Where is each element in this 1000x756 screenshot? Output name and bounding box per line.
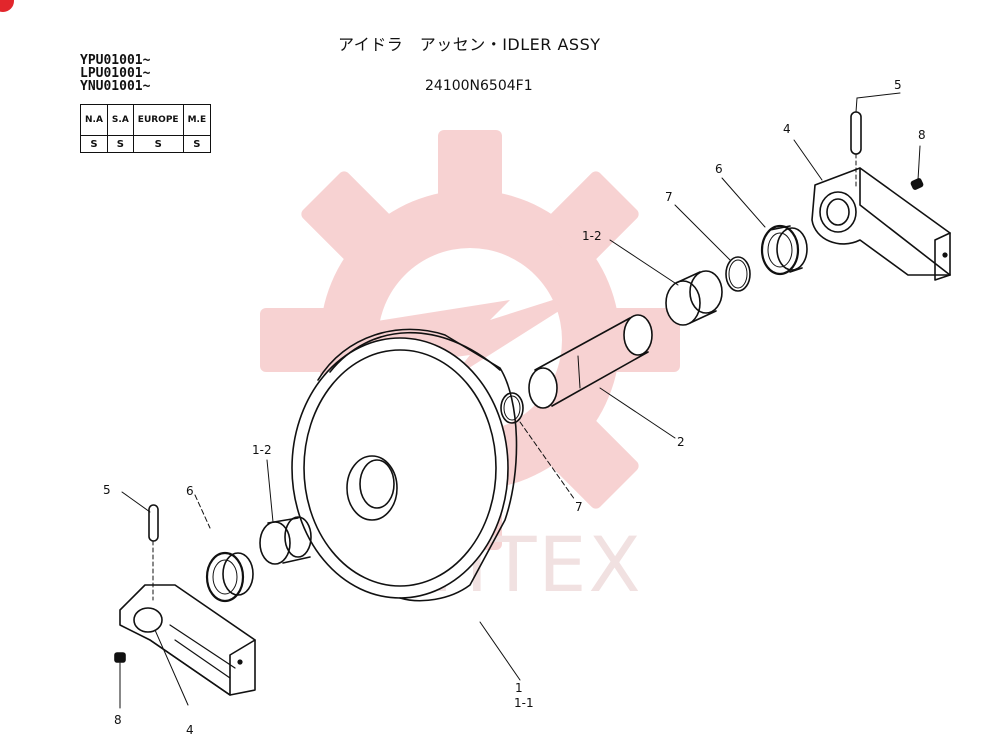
callout-oring-right: 7 [665, 190, 673, 204]
region-table: N.A S.A EUROPE M.E S S S S [80, 104, 212, 153]
seal-right [760, 224, 808, 276]
pin-right [850, 111, 862, 155]
callout-oring-middle: 7 [575, 500, 583, 514]
callout-pin-left: 5 [103, 483, 111, 497]
callout-screw-left: 8 [114, 713, 122, 727]
o-ring-middle [500, 392, 524, 424]
region-value-europe: S [132, 135, 184, 153]
serial-2: LPU01001~ [80, 66, 151, 81]
callout-wheel-1-1: 1-1 [514, 696, 534, 710]
region-header-europe: EUROPE [132, 104, 184, 136]
o-ring-right [725, 256, 751, 292]
serial-1: YPU01001~ [80, 53, 151, 68]
serial-3: YNU01001~ [80, 79, 151, 94]
corner-marker [0, 0, 14, 12]
callout-bushing-right: 1-2 [582, 229, 602, 243]
shaft [528, 314, 653, 409]
part-number: 24100N6504F1 [425, 78, 533, 94]
callout-seal-right: 6 [715, 162, 723, 176]
callout-bushing-left: 1-2 [252, 443, 272, 457]
bracket-left [119, 584, 256, 696]
serial-list: YPU01001~ LPU01001~ YNU01001~ [80, 54, 150, 93]
region-value-me: S [182, 135, 212, 153]
bushing-right [665, 270, 723, 326]
callout-bracket-right: 4 [783, 122, 791, 136]
callout-shaft: 2 [677, 435, 685, 449]
screw-right [910, 178, 924, 190]
callout-pin-right: 5 [894, 78, 902, 92]
region-value-na: S [80, 135, 108, 153]
callout-wheel-1: 1 [515, 681, 523, 695]
idler-wheel [291, 328, 518, 602]
bracket-right [811, 167, 951, 281]
bushing-left [259, 516, 312, 565]
seal-left [205, 551, 254, 603]
leader-lines [119, 92, 921, 709]
callout-screw-right: 8 [918, 128, 926, 142]
callout-seal-left: 6 [186, 484, 194, 498]
callout-bracket-left: 4 [186, 723, 194, 737]
screw-left [114, 652, 126, 663]
region-header-me: M.E [182, 104, 212, 136]
pin-left [148, 504, 159, 542]
page-title: アイドラ アッセン・IDLER ASSY [338, 35, 601, 54]
region-header-row: N.A S.A EUROPE M.E [80, 104, 212, 136]
region-value-row: S S S S [80, 135, 212, 153]
